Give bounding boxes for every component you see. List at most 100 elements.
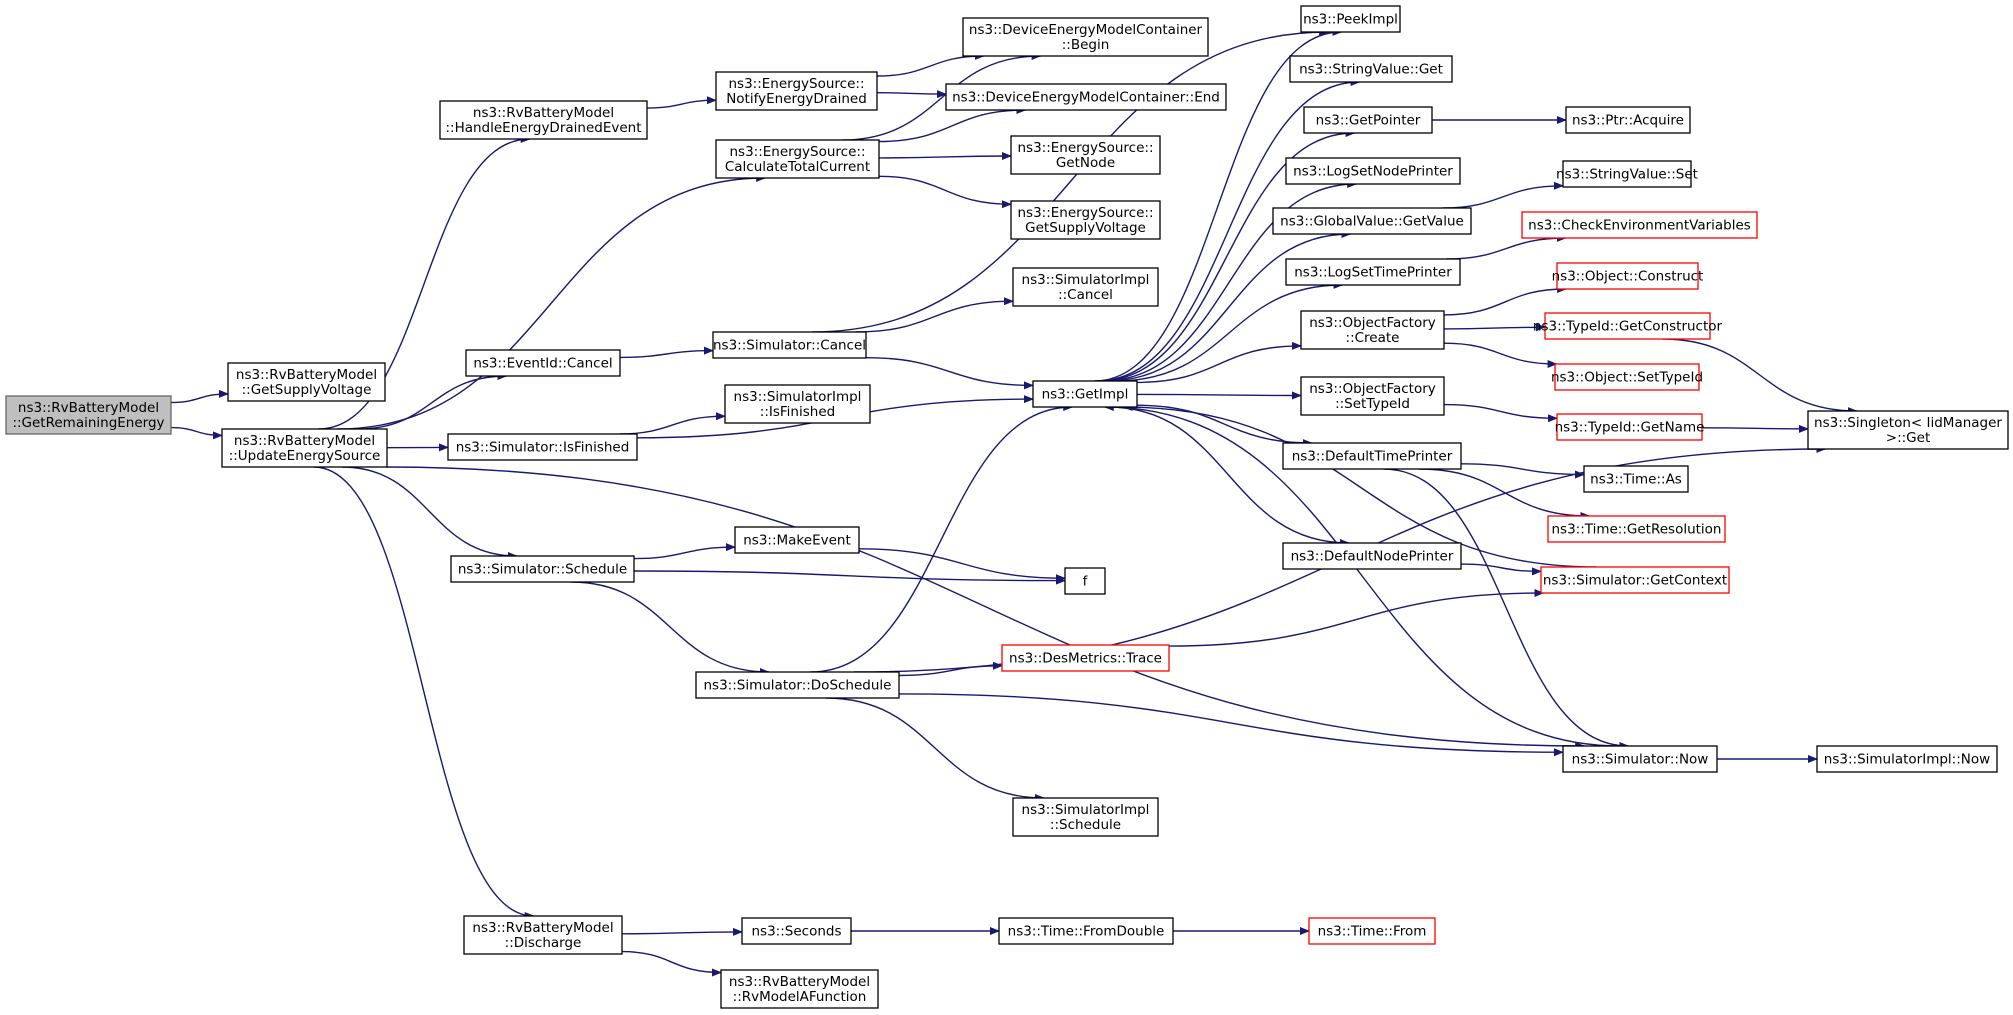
node-checkenvvars[interactable]: ns3::CheckEnvironmentVariables — [1521, 211, 1758, 239]
node-f[interactable]: f — [1064, 567, 1106, 595]
node-getsupplyvoltage_rv[interactable]: ns3::RvBatteryModel::GetSupplyVoltage — [227, 362, 386, 402]
node-box-calculatetotalcurrent — [715, 139, 880, 179]
node-updateenergysource[interactable]: ns3::RvBatteryModel::UpdateEnergySource — [221, 428, 388, 468]
node-box-simulator_isfinished — [447, 433, 638, 461]
node-eventid_cancel[interactable]: ns3::EventId::Cancel — [465, 349, 621, 377]
node-defaultnodeprinter[interactable]: ns3::DefaultNodePrinter — [1282, 542, 1462, 570]
node-getpointer[interactable]: ns3::GetPointer — [1303, 106, 1433, 134]
node-time_fromdouble[interactable]: ns3::Time::FromDouble — [998, 917, 1174, 945]
node-label-objectfactory_create-1: ::Create — [1346, 330, 1400, 346]
edge-notifyenergydrained-to-demc_end — [876, 90, 947, 99]
node-simulator_schedule[interactable]: ns3::Simulator::Schedule — [450, 555, 635, 583]
node-box-simulator_now — [1562, 745, 1718, 773]
edge-notifyenergydrained-to-demc_begin — [876, 52, 985, 77]
node-label-rvmodelafunction-1: ::RvModelAFunction — [733, 989, 867, 1005]
node-typeid_getname[interactable]: ns3::TypeId::GetName — [1555, 413, 1705, 441]
node-object_settypeid[interactable]: ns3::Object::SetTypeId — [1551, 363, 1703, 391]
node-object_construct[interactable]: ns3::Object::Construct — [1552, 262, 1704, 290]
node-defaulttimeprinter[interactable]: ns3::DefaultTimePrinter — [1282, 442, 1462, 470]
node-label-es_getsupplyvoltage-0: ns3::EnergySource:: — [1017, 205, 1153, 221]
node-label-demc_begin-0: ns3::DeviceEnergyModelContainer — [969, 22, 1203, 38]
node-demc_end[interactable]: ns3::DeviceEnergyModelContainer::End — [945, 83, 1227, 111]
node-label-getimpl-0: ns3::GetImpl — [1042, 387, 1129, 403]
node-box-simimpl_now — [1816, 745, 1998, 773]
node-label-simimpl_cancel-0: ns3::SimulatorImpl — [1022, 272, 1150, 288]
edge-calculatetotalcurrent-to-es_getnode — [878, 152, 1012, 161]
node-simulator_doschedule[interactable]: ns3::Simulator::DoSchedule — [695, 671, 900, 699]
node-box-simulator_getcontext — [1540, 566, 1730, 594]
edge-getimpl-to-stringvalue_get — [1096, 78, 1361, 382]
node-label-time_getresolution-0: ns3::Time::GetResolution — [1551, 522, 1721, 538]
node-simimpl_now[interactable]: ns3::SimulatorImpl::Now — [1816, 745, 1998, 773]
node-box-simimpl_cancel — [1012, 267, 1159, 307]
node-box-time_getresolution — [1547, 515, 1726, 543]
node-handleenergydrainedevent[interactable]: ns3::RvBatteryModel::HandleEnergyDrained… — [439, 100, 648, 140]
node-label-simulator_schedule-0: ns3::Simulator::Schedule — [458, 562, 627, 578]
node-demc_begin[interactable]: ns3::DeviceEnergyModelContainer::Begin — [962, 17, 1209, 57]
edge-getimpl-to-globalvalue_getvalue — [1106, 230, 1352, 382]
node-es_getnode[interactable]: ns3::EnergySource::GetNode — [1010, 135, 1161, 175]
node-calculatetotalcurrent[interactable]: ns3::EnergySource::CalculateTotalCurrent — [715, 139, 880, 179]
node-peekimpl[interactable]: ns3::PeekImpl — [1300, 5, 1401, 33]
node-label-es_getsupplyvoltage-1: GetSupplyVoltage — [1025, 220, 1146, 236]
node-discharge[interactable]: ns3::RvBatteryModel::Discharge — [463, 915, 623, 955]
node-label-simimpl_schedule-1: ::Schedule — [1050, 817, 1121, 833]
node-simulator_getcontext[interactable]: ns3::Simulator::GetContext — [1540, 566, 1730, 594]
node-time_as[interactable]: ns3::Time::As — [1583, 465, 1689, 493]
node-time_getresolution[interactable]: ns3::Time::GetResolution — [1547, 515, 1726, 543]
node-simulator_cancel[interactable]: ns3::Simulator::Cancel — [712, 331, 867, 359]
node-box-logsetnodeprinter — [1285, 157, 1461, 185]
node-simulator_now[interactable]: ns3::Simulator::Now — [1562, 745, 1718, 773]
node-notifyenergydrained[interactable]: ns3::EnergySource::NotifyEnergyDrained — [715, 71, 878, 111]
node-box-typeid_getconstructor — [1544, 312, 1711, 340]
node-box-demc_begin — [962, 17, 1209, 57]
node-globalvalue_getvalue[interactable]: ns3::GlobalValue::GetValue — [1272, 207, 1472, 235]
node-ptr_acquire[interactable]: ns3::Ptr::Acquire — [1565, 106, 1691, 134]
node-box-es_getsupplyvoltage — [1010, 200, 1161, 240]
node-stringvalue_set[interactable]: ns3::StringValue::Set — [1556, 160, 1698, 188]
node-simimpl_schedule[interactable]: ns3::SimulatorImpl::Schedule — [1012, 797, 1159, 837]
node-label-objectfactory_settypeid-0: ns3::ObjectFactory — [1309, 381, 1436, 397]
edge-simulator_schedule-to-makeevent — [633, 543, 736, 560]
node-desmetrics_trace[interactable]: ns3::DesMetrics::Trace — [1001, 644, 1170, 672]
node-label-typeid_getname-0: ns3::TypeId::GetName — [1555, 420, 1705, 436]
node-simimpl_isfinished[interactable]: ns3::SimulatorImpl::IsFinished — [724, 384, 871, 424]
node-objectfactory_settypeid[interactable]: ns3::ObjectFactory::SetTypeId — [1300, 376, 1445, 416]
node-es_getsupplyvoltage[interactable]: ns3::EnergySource::GetSupplyVoltage — [1010, 200, 1161, 240]
node-label-simimpl_isfinished-1: ::IsFinished — [760, 404, 835, 420]
node-logsetnodeprinter[interactable]: ns3::LogSetNodePrinter — [1285, 157, 1461, 185]
node-makeevent[interactable]: ns3::MakeEvent — [734, 526, 860, 554]
edge-getimpl-to-getpointer — [1098, 129, 1356, 382]
node-box-objectfactory_settypeid — [1300, 376, 1445, 416]
edge-getimpl-to-defaultnodeprinter — [1107, 406, 1350, 547]
node-simulator_isfinished[interactable]: ns3::Simulator::IsFinished — [447, 433, 638, 461]
node-label-defaulttimeprinter-0: ns3::DefaultTimePrinter — [1292, 449, 1453, 465]
node-simimpl_cancel[interactable]: ns3::SimulatorImpl::Cancel — [1012, 267, 1159, 307]
node-stringvalue_get[interactable]: ns3::StringValue::Get — [1289, 55, 1453, 83]
node-label-updateenergysource-1: ::UpdateEnergySource — [229, 448, 381, 464]
node-box-desmetrics_trace — [1001, 644, 1170, 672]
node-singleton_get[interactable]: ns3::Singleton< IidManager>::Get — [1807, 410, 2009, 450]
node-typeid_getconstructor[interactable]: ns3::TypeId::GetConstructor — [1533, 312, 1723, 340]
node-objectfactory_create[interactable]: ns3::ObjectFactory::Create — [1300, 310, 1445, 350]
node-label-getpointer-0: ns3::GetPointer — [1316, 113, 1421, 129]
node-seconds[interactable]: ns3::Seconds — [741, 917, 852, 945]
node-time_from[interactable]: ns3::Time::From — [1308, 917, 1436, 945]
node-label-discharge-0: ns3::RvBatteryModel — [472, 920, 613, 936]
node-logsettimeprinter[interactable]: ns3::LogSetTimePrinter — [1285, 258, 1461, 286]
node-label-calculatetotalcurrent-1: CalculateTotalCurrent — [725, 159, 870, 175]
node-box-getpointer — [1303, 106, 1433, 134]
edge-updateenergysource-to-eventid_cancel — [357, 372, 508, 430]
node-label-seconds-0: ns3::Seconds — [752, 924, 842, 940]
node-rvmodelafunction[interactable]: ns3::RvBatteryModel::RvModelAFunction — [720, 969, 879, 1009]
edge-calculatetotalcurrent-to-es_getsupplyvoltage — [878, 175, 1012, 209]
node-getimpl[interactable]: ns3::GetImpl — [1032, 380, 1138, 408]
node-label-globalvalue_getvalue-0: ns3::GlobalValue::GetValue — [1280, 214, 1464, 230]
node-label-demc_end-0: ns3::DeviceEnergyModelContainer::End — [952, 90, 1220, 106]
node-getremainingenergy[interactable]: ns3::RvBatteryModel::GetRemainingEnergy — [5, 395, 172, 435]
node-label-notifyenergydrained-1: NotifyEnergyDrained — [726, 91, 867, 107]
edge-updateenergysource-to-simulator_schedule — [341, 466, 518, 560]
node-label-objectfactory_create-0: ns3::ObjectFactory — [1309, 315, 1436, 331]
edge-updateenergysource-to-discharge — [313, 466, 535, 920]
